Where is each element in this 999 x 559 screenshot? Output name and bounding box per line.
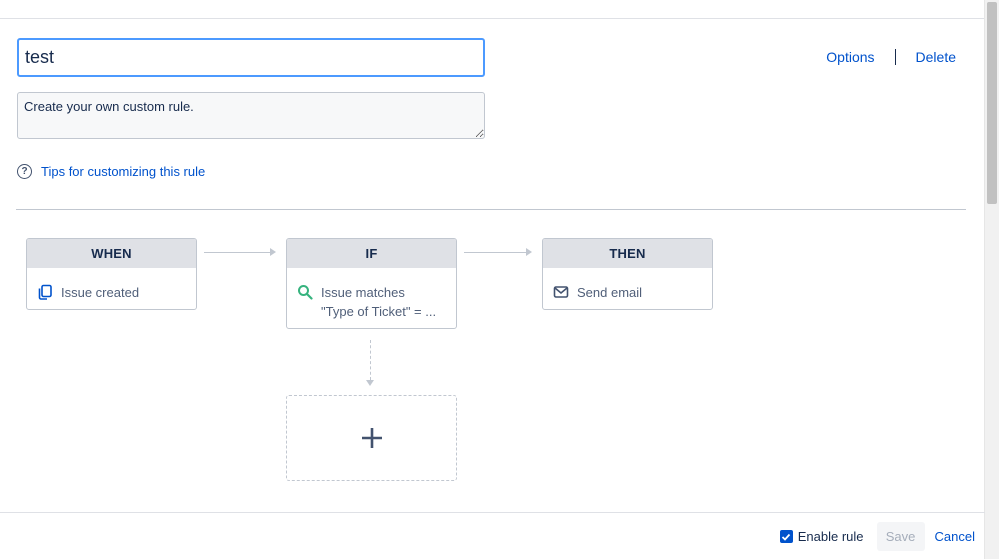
rule-name-input[interactable] xyxy=(17,38,485,77)
if-branch-connector xyxy=(370,340,371,380)
save-button[interactable]: Save xyxy=(876,522,925,551)
issue-copy-icon xyxy=(38,284,52,300)
cancel-link[interactable]: Cancel xyxy=(934,529,975,544)
if-branch-arrowhead xyxy=(366,380,374,386)
rule-description-textarea[interactable]: Create your own custom rule. xyxy=(17,92,485,139)
when-node[interactable]: WHEN Issue created xyxy=(26,238,197,310)
header-actions: Options Delete xyxy=(826,49,956,65)
delete-link[interactable]: Delete xyxy=(915,49,956,65)
when-node-text: Issue created xyxy=(61,285,140,300)
if-then-connector xyxy=(464,248,532,256)
then-node[interactable]: THEN Send email xyxy=(542,238,713,310)
envelope-icon xyxy=(553,286,569,298)
options-link[interactable]: Options xyxy=(826,49,875,65)
footer-divider xyxy=(0,512,985,513)
when-if-connector xyxy=(204,248,276,256)
scrollbar-thumb[interactable] xyxy=(987,2,997,204)
add-component-button[interactable] xyxy=(286,395,457,481)
vertical-scrollbar[interactable] xyxy=(984,0,999,559)
when-node-title: WHEN xyxy=(27,239,196,268)
question-circle-icon: ? xyxy=(17,164,32,179)
section-divider xyxy=(16,209,966,210)
tips-link[interactable]: Tips for customizing this rule xyxy=(41,164,206,179)
enable-rule-checkbox[interactable] xyxy=(779,530,793,543)
plus-icon xyxy=(361,428,382,448)
if-node-line2: "Type of Ticket" = ... xyxy=(321,304,437,319)
then-node-title: THEN xyxy=(543,239,712,268)
tips-row: ? Tips for customizing this rule xyxy=(17,164,205,179)
if-node-line1: Issue matches xyxy=(321,285,405,300)
top-divider xyxy=(0,18,985,19)
enable-rule-label[interactable]: Enable rule xyxy=(797,529,864,544)
checkmark-icon xyxy=(782,533,791,541)
if-node[interactable]: IF Issue matches "Type of Ticket" = ... xyxy=(286,238,457,329)
footer: Enable rule Save Cancel xyxy=(779,522,975,551)
search-icon xyxy=(298,285,313,300)
if-node-title: IF xyxy=(287,239,456,268)
then-node-text: Send email xyxy=(577,285,643,300)
header-separator xyxy=(894,49,896,65)
if-node-text: Issue matches "Type of Ticket" = ... xyxy=(321,283,436,321)
